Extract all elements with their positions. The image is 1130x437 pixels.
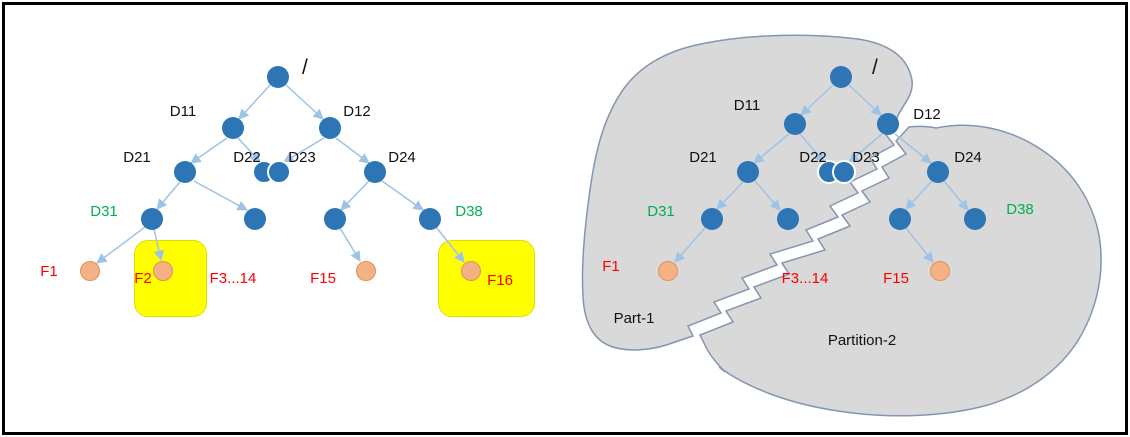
edge-left-d21-d31	[156, 181, 181, 210]
edge-left-d12-d23	[283, 137, 325, 163]
node-f16	[461, 261, 481, 281]
node-d38	[419, 208, 441, 230]
label-d11: D11	[169, 103, 197, 120]
edge-right-d21-d31	[716, 181, 744, 210]
label-f15: F15	[310, 270, 336, 287]
edge-right-d31-f1	[674, 227, 706, 263]
edge-left-d11-d21	[190, 137, 228, 164]
node-d11	[222, 117, 244, 139]
label-d22: D22	[799, 149, 827, 166]
label-f3-14: F3...14	[781, 270, 829, 287]
node-f2	[153, 261, 173, 281]
label-d21: D21	[689, 149, 717, 166]
edge-right-f15-parent	[905, 227, 934, 263]
label-part-1: Part-1	[613, 310, 655, 327]
edge-left-root-d12	[285, 84, 324, 120]
edge-right-d21-child2	[754, 180, 781, 211]
node-d12	[319, 117, 341, 139]
label-partition-2: Partition-2	[827, 332, 897, 349]
label-f15: F15	[883, 270, 909, 287]
node-d24	[927, 161, 949, 183]
node-d21	[174, 161, 196, 183]
label-d31: D31	[90, 203, 118, 220]
edge-right-root-d12	[848, 84, 882, 116]
edge-left-d31-f2	[153, 228, 165, 262]
highlight-box-f2	[134, 240, 207, 317]
label-d12: D12	[343, 103, 371, 120]
label-d23: D23	[288, 149, 316, 166]
edge-left-f15-parent	[339, 227, 361, 262]
node-d38	[964, 208, 986, 230]
edge-left-d38-f16	[435, 226, 465, 263]
node-root	[267, 66, 289, 88]
label-d24: D24	[388, 149, 416, 166]
label-f1: F1	[40, 263, 58, 280]
label-d23: D23	[852, 149, 880, 166]
label-d38: D38	[1006, 201, 1034, 218]
node-d12	[877, 113, 899, 135]
label-d21: D21	[123, 149, 151, 166]
edge-right-d11-d22	[799, 133, 825, 163]
label-d24: D24	[954, 149, 982, 166]
label-root: /	[302, 56, 308, 79]
node-level4-c	[889, 208, 911, 230]
node-d31	[141, 208, 163, 230]
node-d23	[832, 160, 856, 184]
label-f2: F2	[134, 270, 152, 287]
label-d38: D38	[455, 203, 483, 220]
node-level4-c	[324, 208, 346, 230]
edge-right-d12-d24	[894, 133, 932, 164]
label-d31: D31	[647, 203, 675, 220]
edge-right-d24-child1	[905, 180, 933, 210]
label-d11: D11	[733, 97, 761, 114]
edge-right-root-d11	[800, 84, 834, 116]
label-d12: D12	[913, 106, 941, 123]
edge-left-root-d11	[238, 84, 271, 120]
label-f1: F1	[602, 258, 620, 275]
node-f15	[930, 261, 950, 281]
edge-left-d24-child1	[340, 180, 370, 211]
node-d11	[784, 113, 806, 135]
node-f1	[658, 261, 678, 281]
node-level4-b	[244, 208, 266, 230]
edge-left-d12-d24	[335, 137, 370, 164]
edge-left-d24-d38	[381, 180, 424, 211]
node-d31	[701, 208, 723, 230]
node-root	[830, 66, 852, 88]
label-root: /	[872, 56, 878, 79]
partition-2-blob	[698, 124, 1102, 417]
edge-right-d24-d38	[943, 180, 969, 211]
label-d22: D22	[233, 149, 261, 166]
edge-left-d31-f1	[96, 226, 146, 264]
edge-left-d11-d22	[237, 137, 261, 163]
node-d23	[267, 160, 291, 184]
edge-right-d12-d23	[848, 133, 883, 163]
label-f3-14: F3...14	[209, 270, 257, 287]
edge-left-d21-child2	[193, 180, 248, 211]
edge-right-d11-d21	[753, 133, 790, 164]
node-d24	[364, 161, 386, 183]
node-d21	[737, 161, 759, 183]
node-f15	[356, 261, 376, 281]
label-f16: F16	[487, 272, 513, 289]
node-level4-b	[777, 208, 799, 230]
node-f1	[80, 261, 100, 281]
